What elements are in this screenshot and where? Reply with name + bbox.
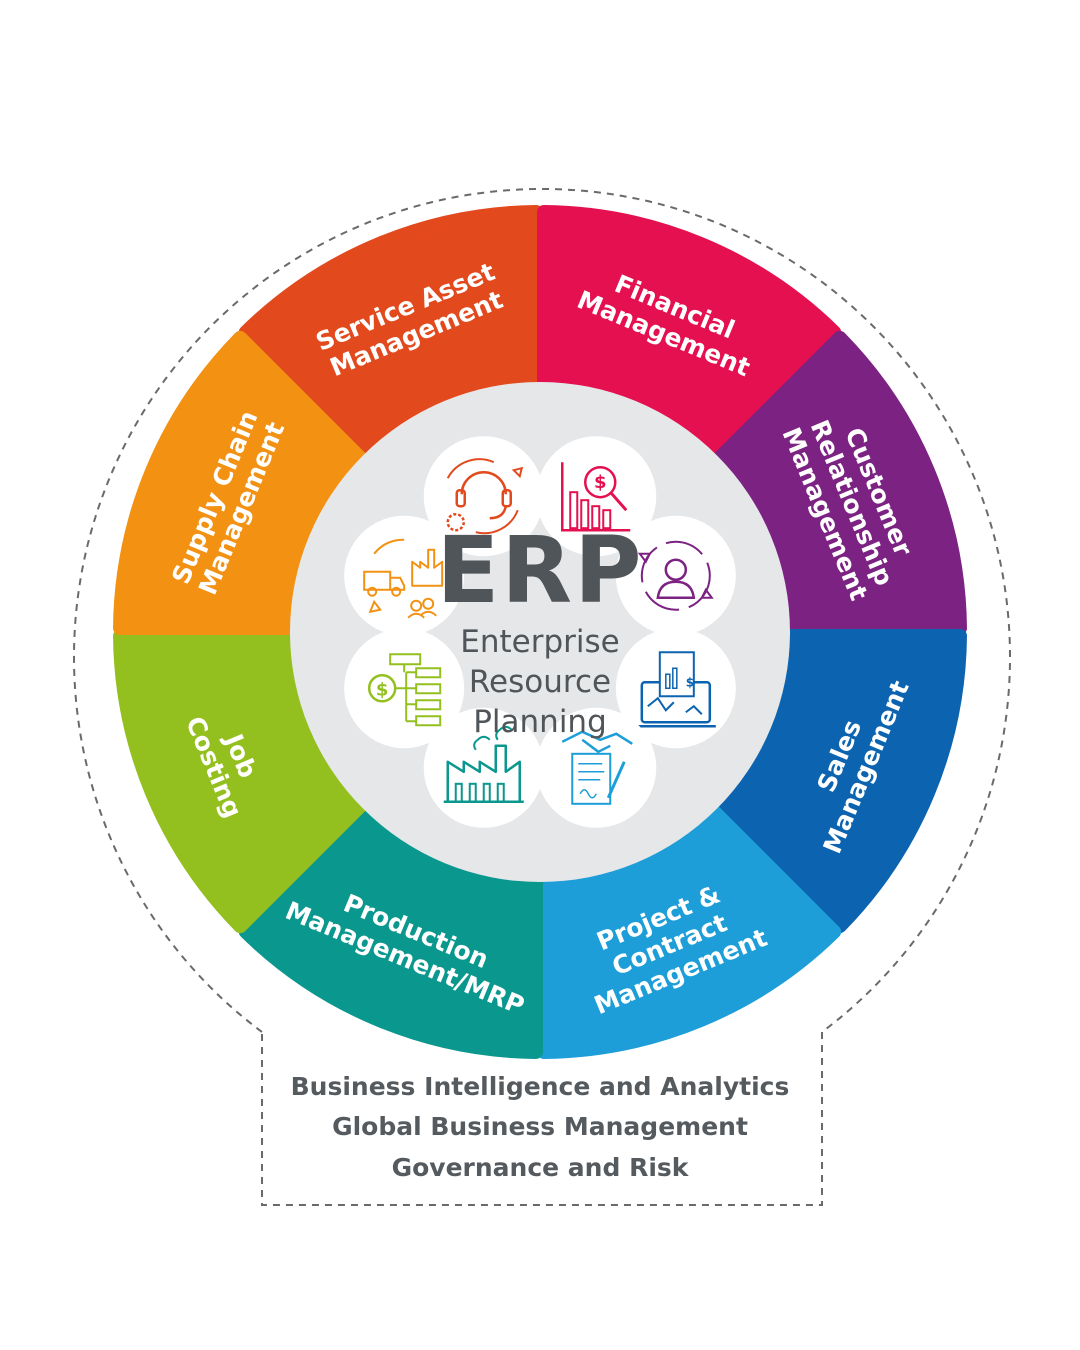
handshake-contract-icon (561, 730, 633, 805)
supply-truck-icon (363, 538, 444, 619)
erp-subtitle-line-3: Planning (473, 704, 607, 740)
erp-subtitle-line-2: Resource (469, 664, 611, 700)
erp-title: ERP (436, 517, 643, 624)
customer-cycle-icon (637, 540, 714, 611)
svg-text:$: $ (686, 675, 694, 689)
module-icons: $ $ (344, 436, 736, 828)
dashed-outline (73, 188, 1011, 1206)
factory-icon (443, 725, 524, 804)
icon-disc-service-asset-management (423, 436, 544, 557)
icon-disc-production-management-mrp (423, 707, 544, 828)
footer-line-2: Global Business Management (332, 1112, 748, 1141)
svg-text:$: $ (594, 472, 607, 493)
sales-report-icon: $ (635, 651, 716, 728)
cost-flowchart-icon: $ (367, 653, 442, 727)
headset-gear-icon (446, 458, 524, 535)
svg-text:$: $ (376, 679, 389, 700)
erp-subtitle-line-1: Enterprise (460, 624, 619, 660)
footer-line-3: Governance and Risk (392, 1153, 690, 1182)
icon-disc-customer-relationship-management (615, 515, 736, 636)
finance-chart-icon: $ (561, 462, 631, 532)
icon-disc-supply-chain-management (344, 515, 465, 636)
footer-line-1: Business Intelligence and Analytics (291, 1072, 790, 1101)
